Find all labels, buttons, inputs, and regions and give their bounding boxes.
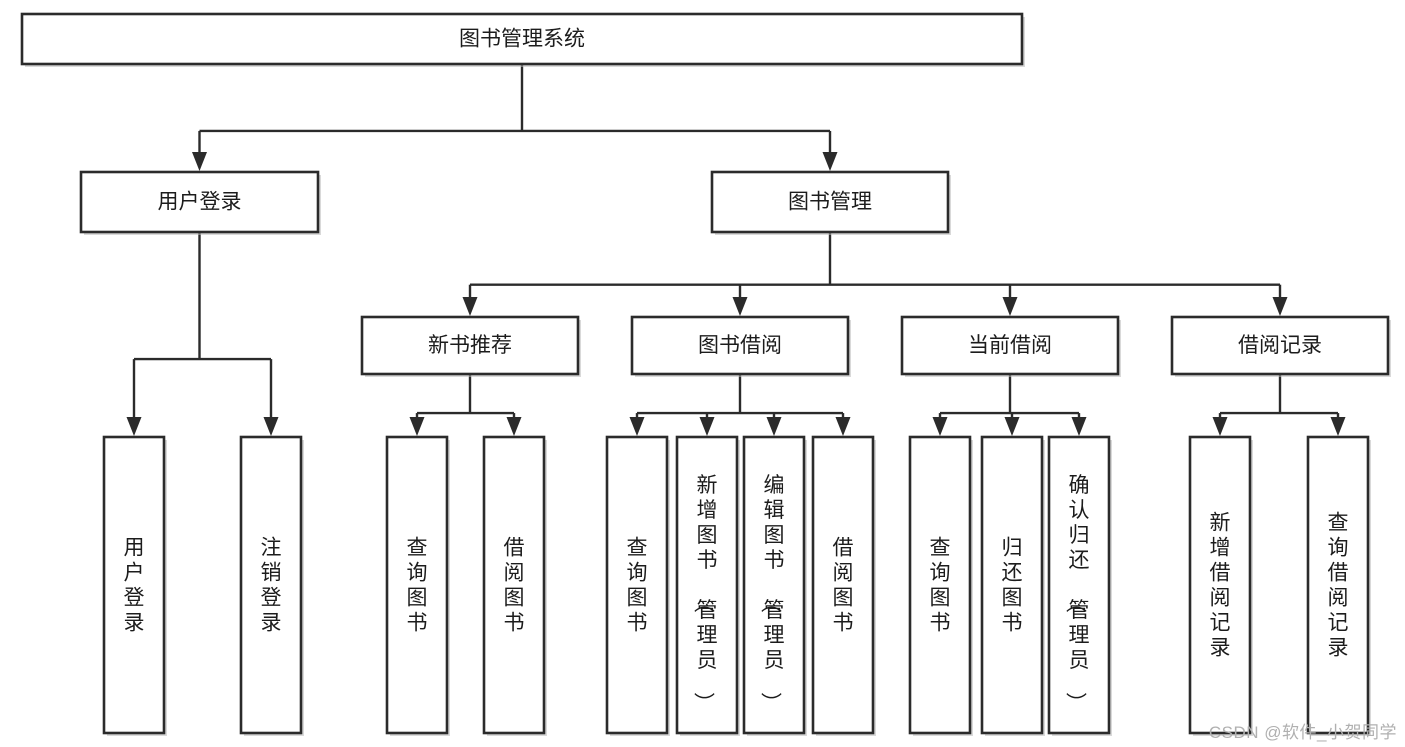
node-box[interactable] bbox=[605, 435, 669, 735]
node-label: 图书管理 bbox=[788, 191, 872, 214]
node-leaf-query-book-2[interactable]: 查询图书 bbox=[605, 435, 670, 736]
node-box[interactable] bbox=[908, 435, 972, 735]
node-new-book-recommend[interactable]: 新书推荐 bbox=[360, 315, 581, 377]
node-label: 借阅图书 bbox=[504, 537, 525, 635]
node-borrow-record[interactable]: 借阅记录 bbox=[1170, 315, 1391, 377]
node-box[interactable] bbox=[675, 435, 739, 735]
node-label: 借阅记录 bbox=[1238, 334, 1322, 357]
node-box[interactable] bbox=[1047, 435, 1111, 735]
node-label: 新增借阅记录 bbox=[1210, 512, 1231, 660]
node-label: 编辑图书（管理员） bbox=[759, 474, 785, 713]
node-box[interactable] bbox=[900, 315, 1120, 376]
node-leaf-confirm-return[interactable]: 确认归还（管理员） bbox=[1047, 435, 1112, 736]
edges-layer bbox=[126, 64, 1346, 436]
node-book-borrow[interactable]: 图书借阅 bbox=[630, 315, 851, 377]
node-label: 查询借阅记录 bbox=[1328, 512, 1349, 660]
node-leaf-add-book[interactable]: 新增图书（管理员） bbox=[675, 435, 740, 736]
node-box[interactable] bbox=[742, 435, 806, 735]
node-box[interactable] bbox=[811, 435, 875, 735]
node-label: 用户登录 bbox=[124, 537, 145, 635]
node-label: 查询图书 bbox=[407, 537, 428, 635]
node-label: 确认归还（管理员） bbox=[1064, 474, 1090, 713]
node-leaf-user-login[interactable]: 用户登录 bbox=[102, 435, 167, 736]
node-box[interactable] bbox=[385, 435, 449, 735]
node-label: 借阅图书 bbox=[833, 537, 854, 635]
node-label: 图书借阅 bbox=[698, 334, 782, 357]
node-root[interactable]: 图书管理系统 bbox=[20, 12, 1025, 67]
node-leaf-return-book[interactable]: 归还图书 bbox=[980, 435, 1045, 736]
node-box[interactable] bbox=[239, 435, 303, 735]
node-box[interactable] bbox=[360, 315, 580, 376]
node-box[interactable] bbox=[1306, 435, 1370, 735]
node-box[interactable] bbox=[1188, 435, 1252, 735]
node-label: 当前借阅 bbox=[968, 334, 1052, 357]
node-label: 新增图书（管理员） bbox=[692, 474, 718, 713]
node-box[interactable] bbox=[630, 315, 850, 376]
node-leaf-logout[interactable]: 注销登录 bbox=[239, 435, 304, 736]
node-user-login[interactable]: 用户登录 bbox=[79, 170, 321, 235]
node-leaf-query-record[interactable]: 查询借阅记录 bbox=[1306, 435, 1371, 736]
node-box[interactable] bbox=[79, 170, 320, 234]
node-leaf-borrow-book-2[interactable]: 借阅图书 bbox=[811, 435, 876, 736]
node-leaf-query-book-3[interactable]: 查询图书 bbox=[908, 435, 973, 736]
node-label: 归还图书 bbox=[1002, 537, 1023, 635]
node-leaf-borrow-book-1[interactable]: 借阅图书 bbox=[482, 435, 547, 736]
node-label: 注销登录 bbox=[261, 537, 282, 635]
node-book-manage[interactable]: 图书管理 bbox=[710, 170, 951, 235]
node-label: 查询图书 bbox=[930, 537, 951, 635]
node-box[interactable] bbox=[1170, 315, 1390, 376]
node-leaf-add-record[interactable]: 新增借阅记录 bbox=[1188, 435, 1253, 736]
node-label: 用户登录 bbox=[158, 191, 242, 214]
node-current-borrow[interactable]: 当前借阅 bbox=[900, 315, 1121, 377]
node-label: 新书推荐 bbox=[428, 334, 512, 357]
node-box[interactable] bbox=[980, 435, 1044, 735]
node-leaf-edit-book[interactable]: 编辑图书（管理员） bbox=[742, 435, 807, 736]
nodes-layer: 图书管理系统用户登录图书管理新书推荐图书借阅当前借阅借阅记录用户登录注销登录查询… bbox=[20, 12, 1391, 736]
node-box[interactable] bbox=[482, 435, 546, 735]
node-box[interactable] bbox=[710, 170, 950, 234]
node-label: 查询图书 bbox=[627, 537, 648, 635]
node-box[interactable] bbox=[20, 12, 1024, 66]
node-label: 图书管理系统 bbox=[459, 28, 585, 51]
node-box[interactable] bbox=[102, 435, 166, 735]
node-leaf-query-book-1[interactable]: 查询图书 bbox=[385, 435, 450, 736]
